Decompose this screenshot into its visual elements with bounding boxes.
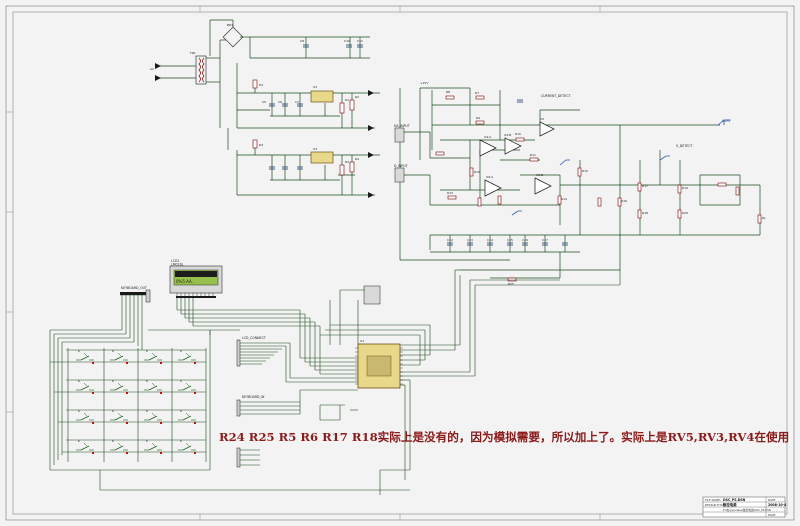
design-note-annotation: R24 R25 R5 R6 R17 R18实际上是没有的，因为模拟需要，所以加上… [219, 430, 790, 444]
svg-text:C15: C15 [507, 238, 513, 242]
keypad-switches [75, 348, 197, 451]
svg-text:C6: C6 [278, 100, 282, 104]
dac-connectors [363, 127, 405, 305]
svg-text:C13: C13 [467, 238, 473, 242]
svg-text:R16: R16 [621, 199, 627, 203]
title-date-label: DATE: [768, 498, 776, 502]
svg-text:C10: C10 [344, 39, 350, 43]
microcontroller: U1 [355, 339, 403, 389]
svg-text:U6:A: U6:A [486, 175, 494, 179]
svg-text:R15: R15 [582, 169, 588, 173]
title-design-title-label: DESIGN TITLE: [705, 503, 725, 507]
title-file-name: DSC_PS.DSN [723, 498, 746, 502]
keypad-grid-wires [50, 348, 207, 462]
svg-text:U2: U2 [313, 85, 317, 89]
svg-text:R1: R1 [345, 98, 349, 102]
sheet-frame [5, 5, 795, 521]
svg-text:BR1: BR1 [227, 23, 233, 27]
title-file-name-label: FILE NAME: [705, 498, 721, 502]
net-label-v-detect: V_DETECT [676, 144, 692, 148]
svg-text:R18: R18 [642, 211, 648, 215]
net-label-lamp: LAMP [722, 119, 731, 123]
svg-text:U4:B: U4:B [504, 133, 511, 137]
opamps [479, 121, 555, 197]
title-page-label: PAGE: [768, 513, 776, 517]
svg-text:R7: R7 [475, 91, 479, 95]
svg-text:R9: R9 [476, 116, 480, 120]
svg-text:0%5 AA.: 0%5 AA. [176, 279, 193, 284]
net-label-da-input: DA_INPUT [394, 124, 410, 128]
net-label-lcd-connect: LCD_CONNECT [242, 336, 266, 340]
svg-text:D2: D2 [259, 143, 263, 147]
title-design-title: 数控电源 [722, 502, 737, 507]
svg-text:C16: C16 [522, 238, 528, 242]
analog-resistors [435, 95, 762, 282]
svg-text:R2: R2 [355, 95, 359, 99]
svg-text:R19: R19 [682, 186, 688, 190]
net-label-keyboard-in: KEYBOARD_IN [242, 395, 265, 399]
bus-pin-ticks [120, 292, 216, 298]
svg-text:D1: D1 [259, 83, 263, 87]
net-label-d-input: D_INPUT [394, 164, 408, 168]
svg-text:U4:A: U4:A [484, 135, 492, 139]
svg-text:R12: R12 [474, 170, 480, 174]
lcd-model: LM016L [171, 263, 184, 267]
svg-text:R10: R10 [515, 132, 521, 136]
power-supply-section [160, 19, 380, 196]
bus-wiring [49, 269, 621, 495]
analog-section [399, 87, 761, 279]
svg-text:R3: R3 [345, 160, 349, 164]
svg-text:C14: C14 [487, 238, 493, 242]
svg-text:C7: C7 [295, 100, 299, 104]
svg-text:C12: C12 [447, 238, 453, 242]
title-block [702, 496, 786, 518]
svg-text:R11: R11 [530, 153, 536, 157]
lcd-ref: LCD1 [171, 259, 179, 263]
svg-text:RV5: RV5 [508, 282, 514, 286]
svg-text:U3: U3 [313, 147, 317, 151]
title-date: 2008-10-4 [768, 503, 787, 507]
svg-text:R14: R14 [561, 197, 567, 201]
svg-text:RL: RL [762, 216, 766, 220]
svg-text:+15V: +15V [420, 81, 429, 85]
net-label-current-detect: CURRENT_DETECT [541, 94, 571, 98]
lcd-module: 0%5 AA. [169, 265, 223, 298]
svg-text:R17: R17 [642, 184, 648, 188]
svg-text:U1: U1 [360, 339, 364, 343]
svg-text:R20: R20 [682, 211, 688, 215]
title-path: E:\电子\proteus\数控电源\DSC_PS.DSN [723, 508, 771, 512]
probe-markers [511, 119, 730, 216]
svg-text:R4: R4 [355, 157, 359, 161]
analog-caps [447, 99, 568, 246]
svg-text:C8: C8 [300, 39, 304, 43]
svg-text:C17: C17 [542, 238, 548, 242]
net-label-keyboard-out: KEYBOARD_OUT [121, 286, 147, 290]
svg-text:AC: AC [150, 67, 154, 71]
svg-text:U6:B: U6:B [536, 173, 543, 177]
svg-text:C5: C5 [262, 100, 266, 104]
keypad-red-marks [92, 362, 196, 454]
svg-text:R8: R8 [446, 90, 450, 94]
svg-text:U5: U5 [540, 117, 544, 121]
svg-text:TR1: TR1 [189, 51, 196, 55]
svg-text:C11: C11 [357, 39, 363, 43]
connector-pins [145, 289, 241, 468]
svg-text:R13: R13 [447, 191, 453, 195]
